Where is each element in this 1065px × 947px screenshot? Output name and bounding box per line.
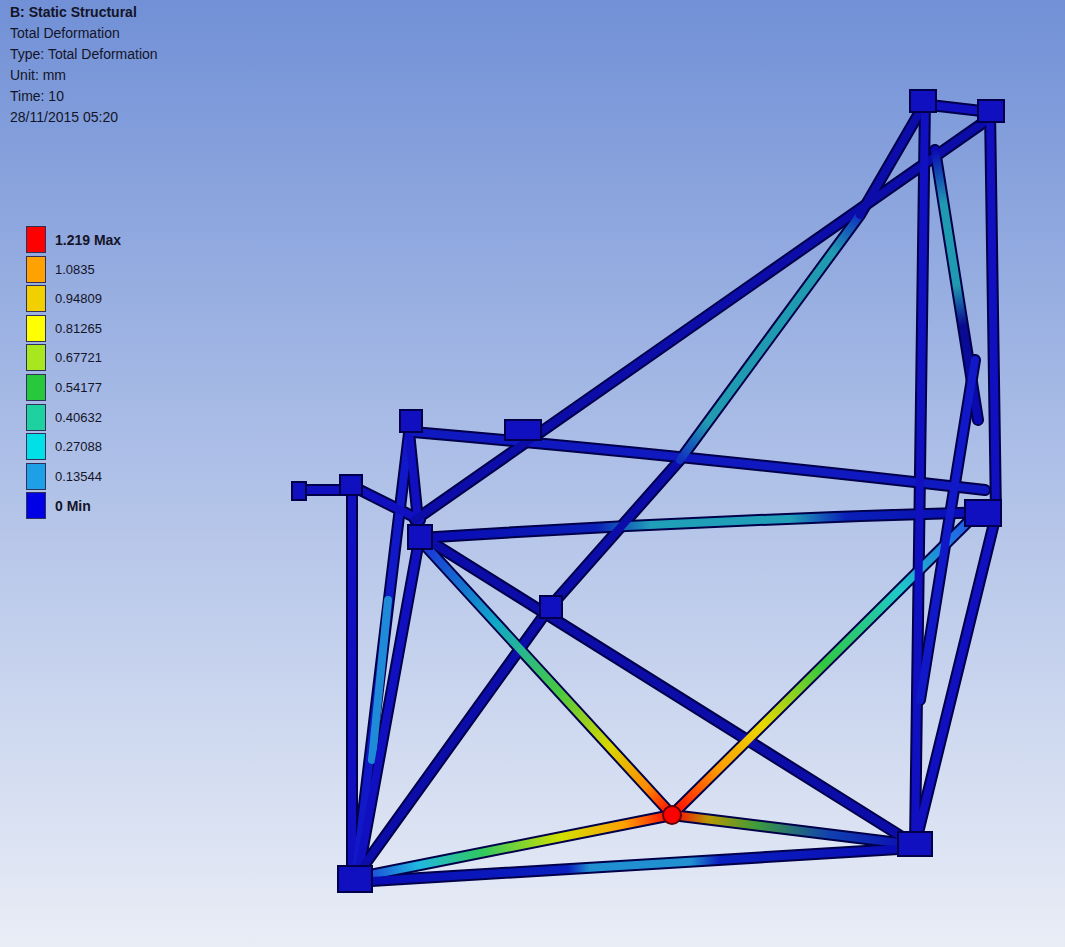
result-title: B: Static Structural bbox=[10, 4, 137, 21]
legend-swatch bbox=[26, 344, 46, 371]
max-point bbox=[663, 806, 681, 824]
legend-swatch bbox=[26, 315, 46, 342]
legend-swatch bbox=[26, 226, 46, 253]
legend-value: 0 Min bbox=[55, 498, 91, 514]
result-info: Type: Total Deformation bbox=[10, 46, 158, 63]
result-info: Time: 10 bbox=[10, 88, 64, 105]
legend-value: 0.94809 bbox=[55, 291, 102, 307]
legend-swatch bbox=[26, 404, 46, 431]
legend-value: 0.54177 bbox=[55, 380, 102, 396]
result-info: Unit: mm bbox=[10, 67, 66, 84]
legend-value: 0.40632 bbox=[55, 410, 102, 426]
legend-value: 0.27088 bbox=[55, 439, 102, 455]
legend-value: 1.219 Max bbox=[55, 232, 121, 248]
legend-swatch bbox=[26, 433, 46, 460]
legend-swatch bbox=[26, 374, 46, 401]
result-info: Total Deformation bbox=[10, 25, 120, 42]
legend-value: 1.0835 bbox=[55, 262, 95, 278]
member-outlines bbox=[300, 100, 996, 882]
result-info: 28/11/2015 05:20 bbox=[10, 109, 118, 126]
legend-swatch bbox=[26, 256, 46, 283]
legend-value: 0.81265 bbox=[55, 321, 102, 337]
legend-swatch bbox=[26, 492, 46, 519]
legend-swatch bbox=[26, 285, 46, 312]
legend-swatch bbox=[26, 463, 46, 490]
joints bbox=[292, 90, 1004, 892]
member-fills bbox=[300, 100, 996, 882]
legend-value: 0.67721 bbox=[55, 350, 102, 366]
legend-value: 0.13544 bbox=[55, 469, 102, 485]
